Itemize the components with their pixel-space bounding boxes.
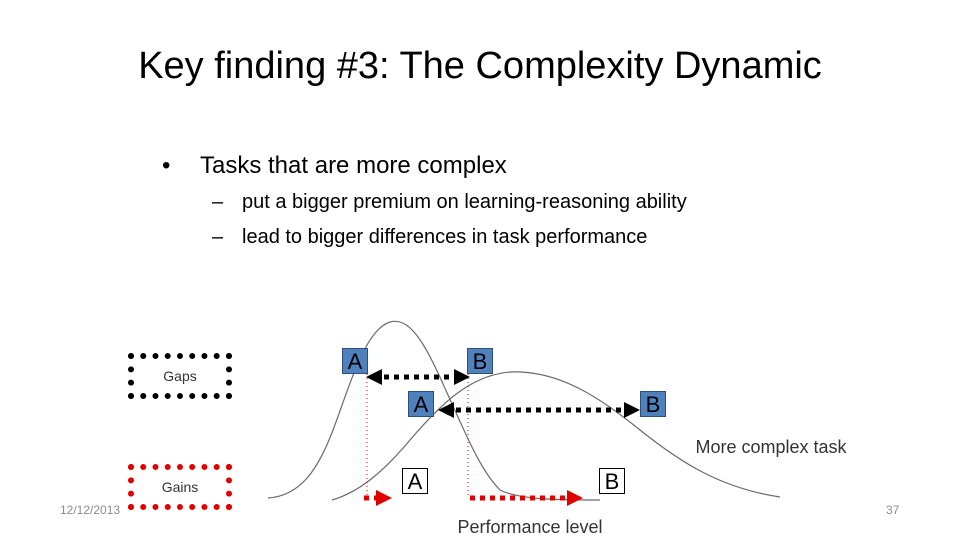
tag-b-complex: B (640, 391, 666, 417)
curve-caption: More complex task (695, 437, 847, 457)
sub-bullet-text: put a bigger premium on learning-reasoni… (242, 191, 687, 213)
tag-a-simple: A (342, 348, 368, 374)
footer-date: 12/12/2013 (60, 503, 121, 517)
gains-legend-box: Gains (128, 464, 232, 510)
footer-page-number: 37 (886, 503, 900, 517)
complex-task-curve (331, 371, 781, 501)
dash-marker: – (212, 191, 224, 213)
sub-bullet: – put a bigger premium on learning-reaso… (162, 192, 862, 213)
tag-a-gain: A (402, 468, 428, 494)
bullet-list: Tasks that are more complex – put a bigg… (162, 150, 862, 248)
simple-task-curve (267, 320, 601, 501)
axis-label: Performance level (457, 517, 603, 537)
sub-bullet: – lead to bigger differences in task per… (162, 227, 862, 248)
sub-bullet-text: lead to bigger differences in task perfo… (242, 226, 648, 248)
page-title: Key finding #3: The Complexity Dynamic (138, 45, 822, 87)
gaps-legend-box: Gaps (128, 353, 232, 399)
tag-b-simple: B (467, 348, 493, 374)
gains-legend-label: Gains (161, 479, 199, 495)
tag-b-gain: B (599, 468, 625, 494)
bullet-main: Tasks that are more complex (162, 150, 862, 182)
gaps-legend-label: Gaps (163, 368, 197, 384)
tag-a-complex: A (408, 391, 434, 417)
dash-marker: – (212, 226, 224, 248)
